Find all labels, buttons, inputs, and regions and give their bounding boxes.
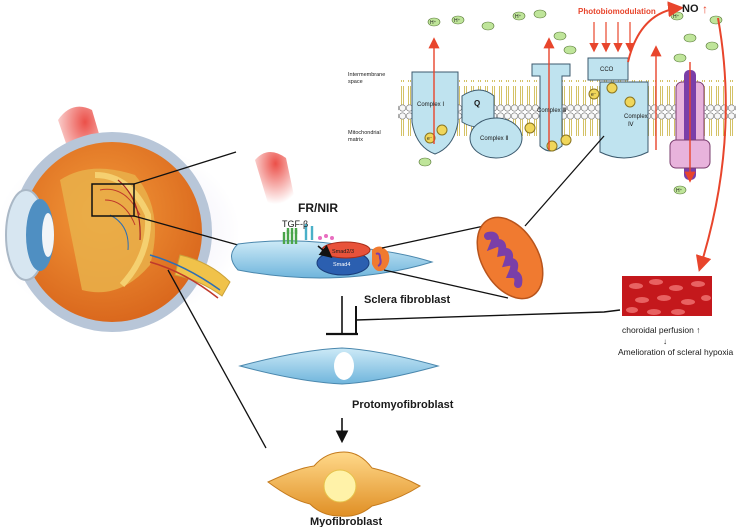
down-arrow-label: ↓	[663, 337, 667, 346]
photobiomodulation-label: Photobiomodulation	[578, 7, 656, 16]
cco-complex	[587, 57, 629, 81]
zoom-box	[91, 183, 135, 217]
cco-label: CCO	[600, 67, 614, 73]
complex-iii-label: Complex Ⅲ	[537, 108, 566, 114]
optic-nerve	[174, 254, 231, 297]
myofibroblast-label: Myofibroblast	[310, 516, 382, 527]
sclera-fibroblast-cell	[231, 224, 434, 279]
tgf-beta-receptors	[282, 224, 314, 244]
protomyofibroblast-cell	[238, 347, 440, 385]
electron-label: e⁻	[591, 92, 597, 98]
sclera-fibroblast-label: Sclera fibroblast	[364, 294, 451, 306]
complex-i-label: Complex Ⅰ	[417, 102, 444, 108]
mitochondrial-membrane	[398, 1, 736, 195]
complex-ii	[469, 117, 523, 159]
mitochondrion	[476, 216, 544, 300]
fr-nir-label: FR/NIR	[298, 201, 338, 215]
proton-label: H⁺	[673, 14, 680, 20]
smad23-label: Smad2/3	[332, 249, 354, 255]
proton-label: H⁺	[454, 18, 461, 24]
choroidal-perfusion-label: choroidal perfusion ↑	[622, 325, 700, 335]
choroid-vessel-image	[622, 276, 712, 316]
proton-label: H⁺	[430, 20, 437, 26]
intermembrane-space-label: Intermembrane	[348, 72, 385, 78]
electron-label: e⁻	[427, 136, 433, 142]
no-label: NO	[682, 3, 699, 15]
complex-i	[411, 71, 459, 155]
electron-markers	[424, 82, 636, 152]
eye-illustration	[0, 106, 240, 332]
tgf-beta-label: TGF-β	[282, 219, 308, 229]
mitochondrial-matrix-label: Mitochondrial	[348, 130, 381, 136]
light-beam-cell	[255, 151, 296, 210]
smad4-label: Smad4	[333, 262, 350, 268]
complex-iv-label-2: Ⅳ	[628, 122, 634, 128]
proton-label: H⁺	[515, 14, 522, 20]
amelioration-label: Amelioration of scleral hypoxia	[618, 347, 734, 357]
complex-ii-label: Complex Ⅱ	[480, 136, 508, 142]
proton-label: H⁺	[676, 188, 683, 194]
intermembrane-space-label-2: space	[348, 79, 363, 85]
q-label: Q	[474, 99, 480, 108]
complex-iv	[599, 81, 649, 159]
lens	[42, 213, 54, 257]
protomyofibroblast-label: Protomyofibroblast	[352, 399, 454, 411]
mitochondrial-matrix-label-2: matrix	[348, 137, 363, 143]
complex-iv-label: Complex	[624, 114, 648, 120]
no-increase-arrow: ↑	[702, 2, 708, 16]
myofibroblast-cell	[267, 451, 421, 517]
